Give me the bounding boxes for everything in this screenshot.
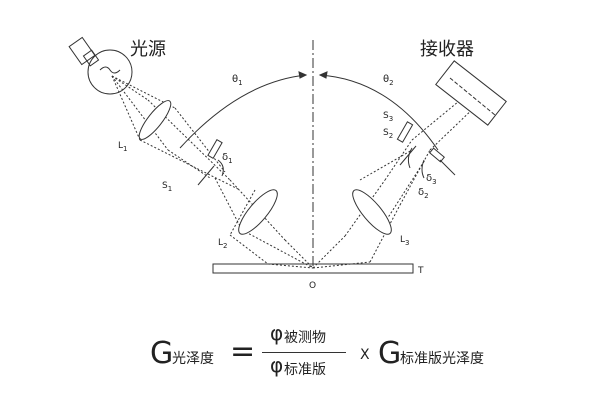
formula-phi-numerator: φ: [270, 321, 284, 345]
receiver-label: 接收器: [420, 39, 474, 60]
L3-label: L3: [400, 235, 409, 247]
formula-phi-denominator-sub: 标准版: [284, 362, 326, 378]
L2-label: L2: [218, 238, 227, 250]
gloss-measurement-diagram: 光源 接收器 θ1 θ2 L1 L2 L3 S1 S2 S3 δ1 δ2 δ3 …: [68, 36, 507, 291]
aperture-S2-S3: [396, 121, 456, 179]
formula-g-right: G: [378, 336, 402, 371]
S1-label: S1: [162, 181, 172, 193]
formula-g-left: G: [150, 336, 174, 371]
S2-label: S2: [383, 128, 393, 140]
theta1-arc: [179, 74, 307, 149]
aperture-S1: [197, 139, 224, 186]
gloss-formula: G 光泽度 = φ 被测物 φ 标准版 X G 标准版光泽度: [0, 321, 600, 385]
lens-L2: [238, 189, 278, 235]
O-label: O: [309, 281, 316, 291]
lens-L3: [352, 189, 392, 235]
delta1-label: δ1: [222, 152, 233, 165]
lens-L1: [138, 100, 172, 140]
light-source-label: 光源: [130, 39, 166, 60]
delta2-label: δ2: [418, 187, 429, 200]
formula-phi-denominator: φ: [270, 353, 284, 377]
S3-label: S3: [383, 111, 393, 123]
T-label: T: [417, 266, 424, 276]
receiver-box: [435, 60, 507, 126]
light-source-icon: [68, 36, 133, 95]
formula-equals: =: [230, 334, 256, 369]
theta1-label: θ1: [232, 74, 243, 87]
delta3-label: δ3: [426, 173, 437, 186]
formula-times: X: [360, 347, 370, 363]
formula-g-left-sub: 光泽度: [172, 351, 214, 367]
theta2-label: θ2: [383, 74, 394, 87]
L1-label: L1: [118, 141, 127, 153]
formula-g-right-sub: 标准版光泽度: [400, 351, 484, 367]
formula-phi-numerator-sub: 被测物: [284, 330, 326, 346]
formula-fraction-bar: [262, 352, 346, 353]
theta2-arc: [319, 74, 439, 151]
